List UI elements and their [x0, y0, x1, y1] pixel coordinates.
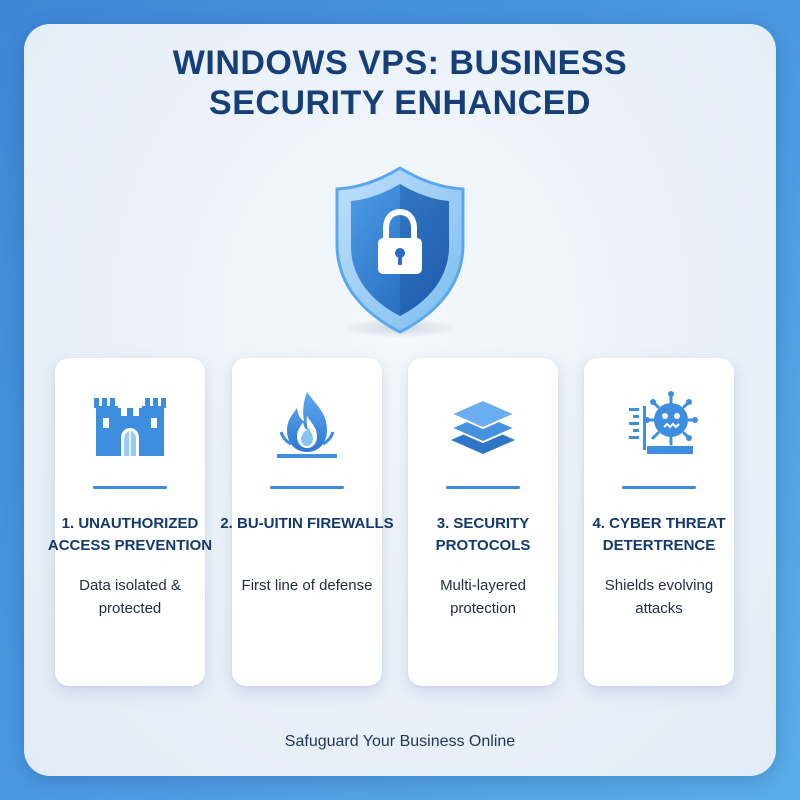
card-title: 4. CYBER THREAT DETERTRENCE: [592, 515, 726, 554]
castle-icon: [90, 388, 170, 462]
card-title: 3. SECURITY PROTOCOLS: [435, 515, 531, 554]
page-title: WINDOWS VPS: BUSINESS SECURITY ENHANCED: [0, 43, 800, 123]
card-description: Multi-layered protection: [440, 577, 526, 617]
feature-card-protocols: 3. SECURITY PROTOCOLS Multi-layered prot…: [408, 358, 558, 686]
flame-icon: [267, 388, 347, 462]
card-description: Data isolated & protected: [79, 577, 181, 617]
page-title-line-2: SECURITY ENHANCED: [209, 84, 591, 122]
card-description: First line of defense: [241, 577, 373, 594]
feature-card-firewalls: 2. BU-UITIN FIREWALLS First line of defe…: [220, 358, 394, 686]
footer-tagline: Safuguard Your Business Online: [284, 733, 516, 750]
divider: [622, 486, 696, 489]
card-description: Shields evolving attacks: [604, 577, 714, 617]
feature-card-access: 1. UNAUTHORIZED ACCESS PREVENTION Data i…: [48, 358, 212, 686]
feature-card-threat: 4. CYBER THREAT DETERTRENCE Shields evol…: [584, 358, 734, 686]
card-title: 1. UNAUTHORIZED ACCESS PREVENTION: [47, 515, 213, 554]
divider: [446, 486, 520, 489]
virus-barrier-icon: [619, 388, 699, 462]
shield-lock-icon: [325, 162, 475, 342]
card-title: 2. BU-UITIN FIREWALLS: [220, 515, 394, 532]
page-title-line-1: WINDOWS VPS: BUSINESS: [172, 44, 628, 82]
divider: [270, 486, 344, 489]
layers-icon: [443, 388, 523, 462]
divider: [93, 486, 167, 489]
